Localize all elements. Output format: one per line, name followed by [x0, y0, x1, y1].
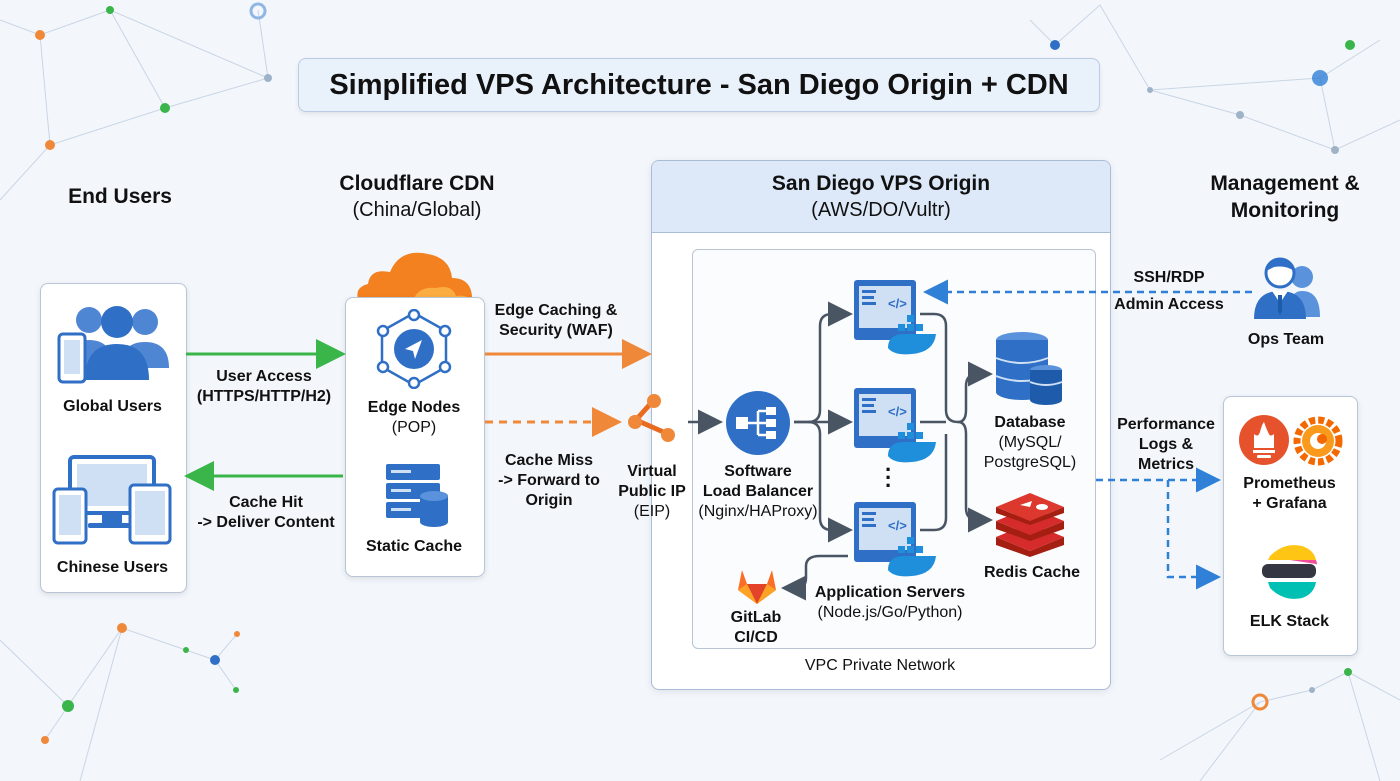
ssh-label: SSH/RDP Admin Access: [1110, 268, 1228, 315]
db-line2: (MySQL/: [998, 434, 1062, 451]
vip-label: Virtual Public IP (EIP): [612, 462, 692, 522]
database-icon: [995, 332, 1063, 405]
edge-network-icon: [376, 309, 452, 389]
svg-text:</>: </>: [888, 518, 907, 533]
ssh-line2: Admin Access: [1114, 296, 1224, 313]
prometheus-icon: [1239, 415, 1289, 465]
user-access-line2: (HTTPS/HTTP/H2): [196, 388, 332, 405]
cache-miss-label: Cache Miss -> Forward to Origin: [486, 451, 612, 511]
gitlab-line2: CI/CD: [734, 629, 778, 646]
ops-team-icon: [1254, 257, 1320, 319]
perf-line2: Logs &: [1138, 436, 1194, 453]
cache-miss-line3: Origin: [525, 492, 573, 509]
gitlab-line1: GitLab: [730, 609, 782, 626]
database-label: Database (MySQL/ PostgreSQL): [980, 413, 1080, 473]
mgmt-title-line2: Monitoring: [1230, 199, 1340, 222]
lb-line2: Load Balancer: [702, 483, 814, 500]
public-ip-icon: [628, 394, 675, 442]
mgmt-heading: Management & Monitoring: [1180, 170, 1390, 224]
svg-text:</>: </>: [888, 296, 907, 311]
cache-hit-line1: Cache Hit: [229, 494, 303, 511]
perf-line3: Metrics: [1137, 456, 1195, 473]
vip-line3: (EIP): [633, 503, 671, 520]
app-server-icon: </>: [854, 502, 936, 577]
edge-nodes-label: Edge Nodes: [367, 399, 461, 416]
cache-hit-label: Cache Hit -> Deliver Content: [192, 493, 340, 533]
edge-caching-line1: Edge Caching &: [494, 302, 618, 319]
load-balancer-icon: [726, 391, 790, 455]
edge-caching-line2: Security (WAF): [499, 322, 613, 339]
app-servers-label: Application Servers (Node.js/Go/Python): [808, 583, 972, 623]
elk-label: ELK Stack: [1249, 613, 1330, 630]
lb-label: Software Load Balancer (Nginx/HAProxy): [694, 462, 822, 522]
perf-line1: Performance: [1117, 416, 1215, 433]
prometheus-label: Prometheus + Grafana: [1223, 474, 1356, 514]
end-users-heading: End Users: [68, 185, 172, 208]
users-group-icon: [57, 306, 169, 384]
app-server-icon: </>: [854, 280, 936, 355]
app-server-icon: </>: [854, 388, 936, 463]
lb-line1: Software: [724, 463, 792, 480]
ssh-line1: SSH/RDP: [1133, 269, 1205, 286]
gitlab-label: GitLab CI/CD: [716, 608, 796, 648]
redis-label: Redis Cache: [983, 564, 1081, 581]
user-access-label: User Access (HTTPS/HTTP/H2): [190, 367, 338, 407]
perf-label: Performance Logs & Metrics: [1110, 415, 1222, 475]
db-line1: Database: [994, 414, 1066, 431]
user-access-line1: User Access: [216, 368, 312, 385]
origin-header: San Diego VPS Origin (AWS/DO/Vultr): [652, 161, 1110, 233]
cache-hit-line2: -> Deliver Content: [197, 514, 335, 531]
cdn-heading: Cloudflare CDN (China/Global): [307, 170, 527, 224]
vip-line1: Virtual: [627, 463, 677, 480]
app-line1: Application Servers: [814, 584, 966, 601]
prom-line1: Prometheus: [1243, 475, 1336, 492]
prom-line2: + Grafana: [1252, 495, 1327, 512]
cache-miss-line2: -> Forward to: [498, 472, 600, 489]
gitlab-icon: [738, 570, 776, 604]
ops-team-label: Ops Team: [1247, 331, 1325, 348]
cdn-subtitle: (China/Global): [352, 199, 482, 221]
vip-line2: Public IP: [618, 483, 686, 500]
elk-icon: [1262, 545, 1317, 599]
more-servers-ellipsis: ···: [885, 457, 893, 498]
lb-line3: (Nginx/HAProxy): [698, 503, 818, 520]
cache-miss-line1: Cache Miss: [504, 452, 594, 469]
origin-title: San Diego VPS Origin: [771, 172, 991, 195]
global-users-label: Global Users: [63, 398, 162, 415]
redis-icon: [996, 493, 1064, 557]
app-line2: (Node.js/Go/Python): [817, 604, 963, 621]
edge-caching-label: Edge Caching & Security (WAF): [486, 301, 626, 341]
vpc-label: VPC Private Network: [804, 657, 956, 674]
diagram-title: Simplified VPS Architecture - San Diego …: [298, 58, 1100, 112]
chinese-users-label: Chinese Users: [56, 559, 169, 576]
static-cache-label: Static Cache: [365, 538, 463, 555]
db-line3: PostgreSQL): [983, 454, 1077, 471]
devices-icon: [52, 455, 172, 545]
grafana-icon: [1293, 416, 1343, 466]
pop-label: (POP): [391, 419, 437, 436]
svg-text:</>: </>: [888, 404, 907, 419]
mgmt-title-line1: Management &: [1210, 172, 1360, 195]
server-stack-icon: [386, 464, 448, 527]
origin-subtitle: (AWS/DO/Vultr): [811, 199, 951, 221]
cdn-title: Cloudflare CDN: [339, 172, 495, 195]
